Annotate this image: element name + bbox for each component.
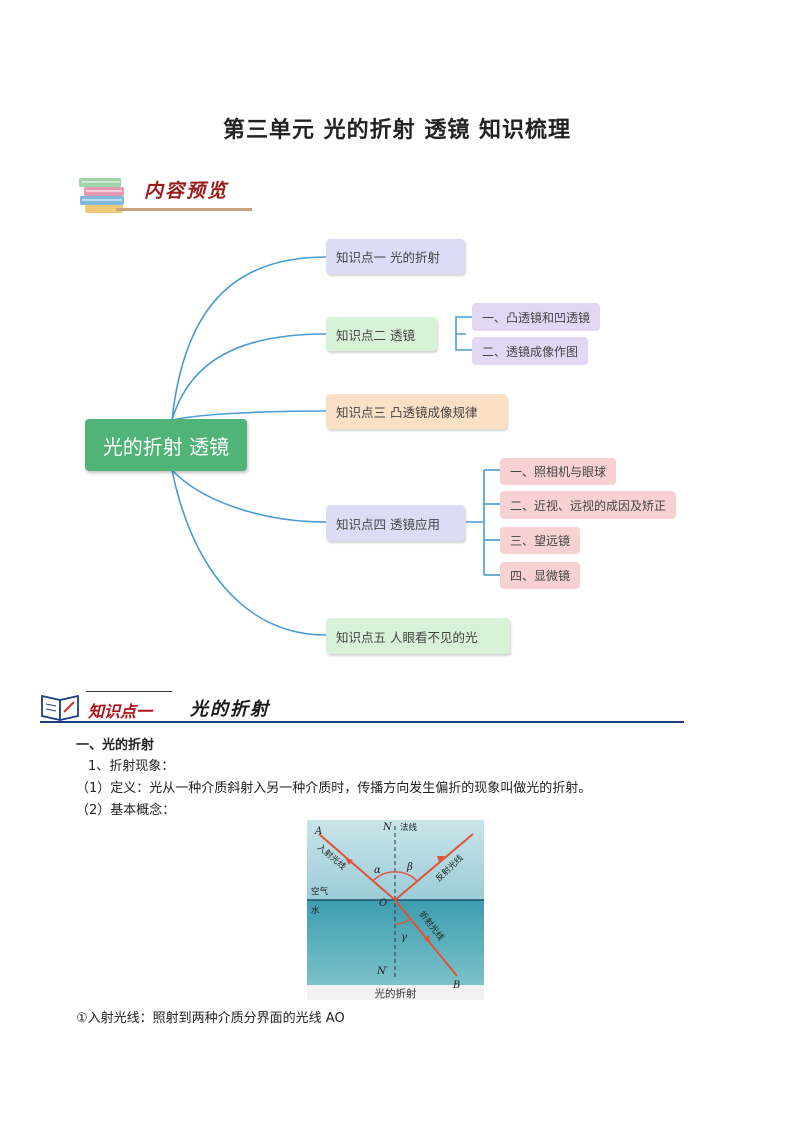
label-water: 水 <box>311 905 320 916</box>
angle-gamma-arc <box>394 918 411 925</box>
label-air: 空气 <box>311 886 329 897</box>
preview-underline <box>116 208 252 211</box>
label-b: B <box>452 980 460 991</box>
mindmap-connectors <box>171 256 500 636</box>
water-region <box>307 900 484 985</box>
section-label: 知识点一 <box>88 702 153 721</box>
paragraph-concepts: （2）基本概念： <box>76 803 176 818</box>
paragraph-phenomenon: 1、折射现象： <box>88 759 175 774</box>
connector-kp2-a <box>455 316 472 335</box>
page-title: 第三单元 光的折射 透镜 知识梳理 <box>223 117 571 143</box>
mindmap-node-kp1: 知识点一 光的折射 <box>326 239 465 274</box>
section-overline <box>86 691 172 692</box>
label-beta: β <box>406 862 413 873</box>
paragraph-incident-ray: ①入射光线：照射到两种介质分界面的光线 AO <box>76 1011 345 1026</box>
mindmap-node-kp4-c: 三、望远镜 <box>500 527 580 554</box>
connector-kp2 <box>171 333 327 421</box>
mindmap-node-kp2-a: 一、凸透镜和凹透镜 <box>472 303 600 331</box>
incident-ray <box>318 833 396 901</box>
connector-kp2-b <box>455 334 472 351</box>
angle-beta-arc <box>394 871 418 882</box>
label-a: A <box>314 826 322 837</box>
label-o: O <box>379 898 387 909</box>
incident-arrow <box>345 858 353 865</box>
figure-caption: 光的折射 <box>374 988 417 1000</box>
mindmap-root: 光的折射 透镜 <box>85 419 247 471</box>
mindmap-node-kp3: 知识点三 凸透镜成像规律 <box>326 394 507 429</box>
mindmap-node-kp2: 知识点二 透镜 <box>326 317 437 351</box>
label-alpha: α <box>374 865 381 876</box>
label-gamma: γ <box>401 932 407 943</box>
connector-kp3 <box>171 410 327 421</box>
reflected-arrow <box>437 856 445 862</box>
mindmap-node-kp5: 知识点五 人眼看不见的光 <box>326 618 510 654</box>
reflected-ray <box>394 833 474 901</box>
mindmap-node-kp2-b: 二、透镜成像作图 <box>472 337 588 365</box>
angle-alpha-arc <box>372 871 396 882</box>
books-icon <box>79 178 124 213</box>
mindmap-node-kp4: 知识点四 透镜应用 <box>326 505 465 541</box>
section-rule <box>40 721 684 723</box>
open-book-icon <box>41 694 79 722</box>
label-n-prime: N′ <box>376 966 389 977</box>
mindmap-node-kp4-b: 二、近视、远视的成因及矫正 <box>500 491 676 519</box>
label-n: N <box>382 822 393 833</box>
connector-kp1 <box>171 256 327 421</box>
mindmap-node-kp4-d: 四、显微镜 <box>500 562 580 589</box>
preview-banner <box>76 170 256 216</box>
heading-refraction: 一、光的折射 <box>76 738 155 753</box>
section-header <box>40 688 684 724</box>
mindmap-node-kp4-a: 一、照相机与眼球 <box>500 458 616 485</box>
section-title: 光的折射 <box>190 699 270 720</box>
refracted-arrow <box>424 935 430 944</box>
connector-kp4 <box>171 469 327 523</box>
label-normal: 法线 <box>400 822 418 833</box>
preview-label: 内容预览 <box>144 180 229 202</box>
paragraph-definition: （1）定义：光从一种介质斜射入另一种介质时，传播方向发生偏折的现象叫做光的折射。 <box>76 781 592 796</box>
connector-kp5 <box>171 469 327 636</box>
refraction-figure: A N O N′ B α β γ 法线 空气 水 入射光线 反射光线 折射光线 <box>307 820 484 1000</box>
